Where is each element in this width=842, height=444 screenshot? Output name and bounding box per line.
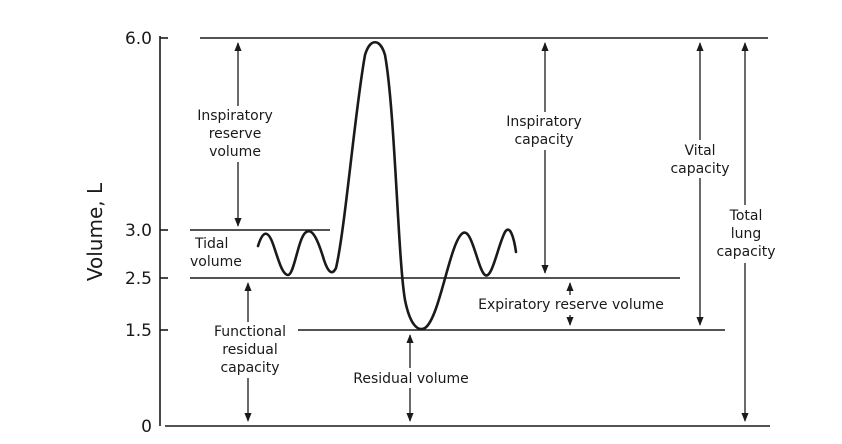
tick-label-0: 0 (141, 417, 152, 437)
label-frc-line3: capacity (220, 360, 279, 376)
label-vc-line1: Vital (684, 143, 715, 159)
label-ic-line1: Inspiratory (506, 114, 582, 130)
tick-label-1-5: 1.5 (125, 321, 152, 341)
label-frc-line1: Functional (214, 324, 286, 340)
label-tlc-line3: capacity (716, 244, 775, 260)
label-irv-line2: reserve (209, 126, 262, 142)
tick-label-3: 3.0 (125, 221, 152, 241)
tick-label-2-5: 2.5 (125, 269, 152, 289)
label-vc-line2: capacity (670, 161, 729, 177)
label-tlc-line2: lung (731, 226, 762, 242)
label-tidal-line1: Tidal (194, 236, 228, 252)
label-ic-line2: capacity (514, 132, 573, 148)
y-axis-title: Volume, L (83, 182, 107, 281)
tick-label-6: 6.0 (125, 29, 152, 49)
label-erv: Expiratory reserve volume (478, 297, 664, 313)
label-irv-line3: volume (209, 144, 261, 160)
label-residual-volume: Residual volume (353, 371, 468, 387)
label-tidal-line2: volume (190, 254, 242, 270)
label-tlc-line1: Total (729, 208, 763, 224)
label-frc-line2: residual (222, 342, 277, 358)
spirogram-trace (256, 40, 518, 331)
label-irv-line1: Inspiratory (197, 108, 273, 124)
